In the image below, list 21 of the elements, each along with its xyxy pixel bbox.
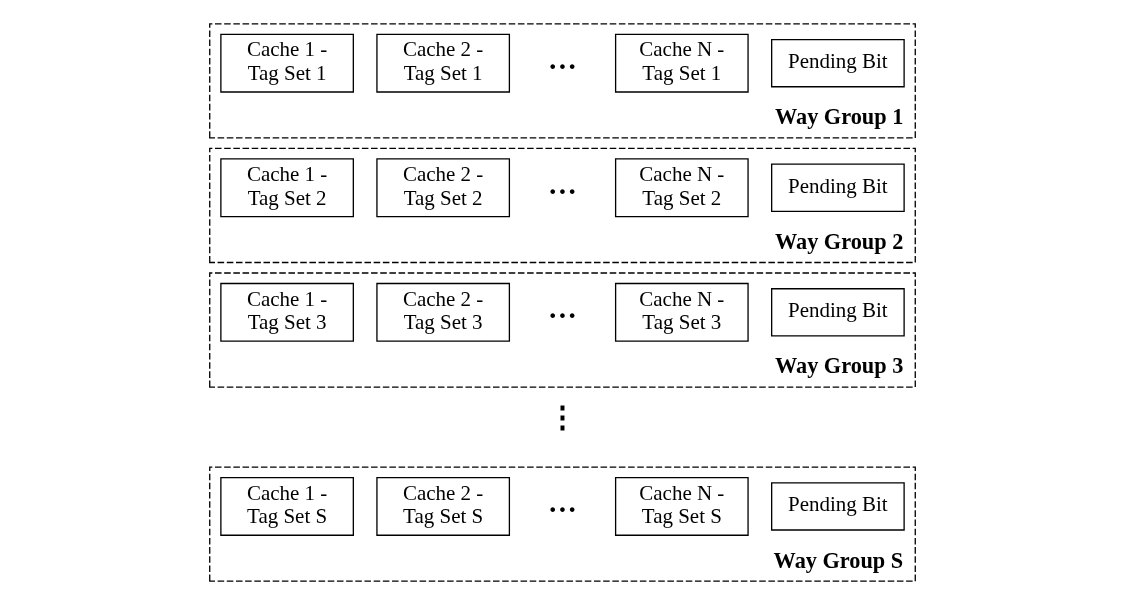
node-box: Cache N - Tag Set 1 xyxy=(614,33,749,93)
node-box: Pending Bit xyxy=(770,163,905,212)
label: … xyxy=(547,43,577,76)
label: … xyxy=(547,167,577,200)
node-box: Cache 1 - Tag Set S xyxy=(219,476,354,536)
node-box: Cache N - Tag Set 2 xyxy=(614,158,749,218)
node-box: Cache N - Tag Set 3 xyxy=(614,282,749,342)
label: … xyxy=(547,486,577,519)
node-box: Cache 2 - Tag Set S xyxy=(375,476,510,536)
node-box: Cache 2 - Tag Set 2 xyxy=(375,158,510,218)
node-box: Cache 1 - Tag Set 2 xyxy=(219,158,354,218)
node-box: Pending Bit xyxy=(770,482,905,531)
node-box: Pending Bit xyxy=(770,38,905,88)
label: ⋮ xyxy=(547,401,577,434)
node-box: Cache 2 - Tag Set 3 xyxy=(375,282,510,342)
node-box: Cache 1 - Tag Set 3 xyxy=(219,282,354,342)
node-box: Cache 1 - Tag Set 1 xyxy=(219,33,354,93)
node-box: Pending Bit xyxy=(770,288,905,337)
label: … xyxy=(547,292,577,325)
node-box: Cache 2 - Tag Set 1 xyxy=(375,33,510,93)
node-box: Cache N - Tag Set S xyxy=(614,476,749,536)
